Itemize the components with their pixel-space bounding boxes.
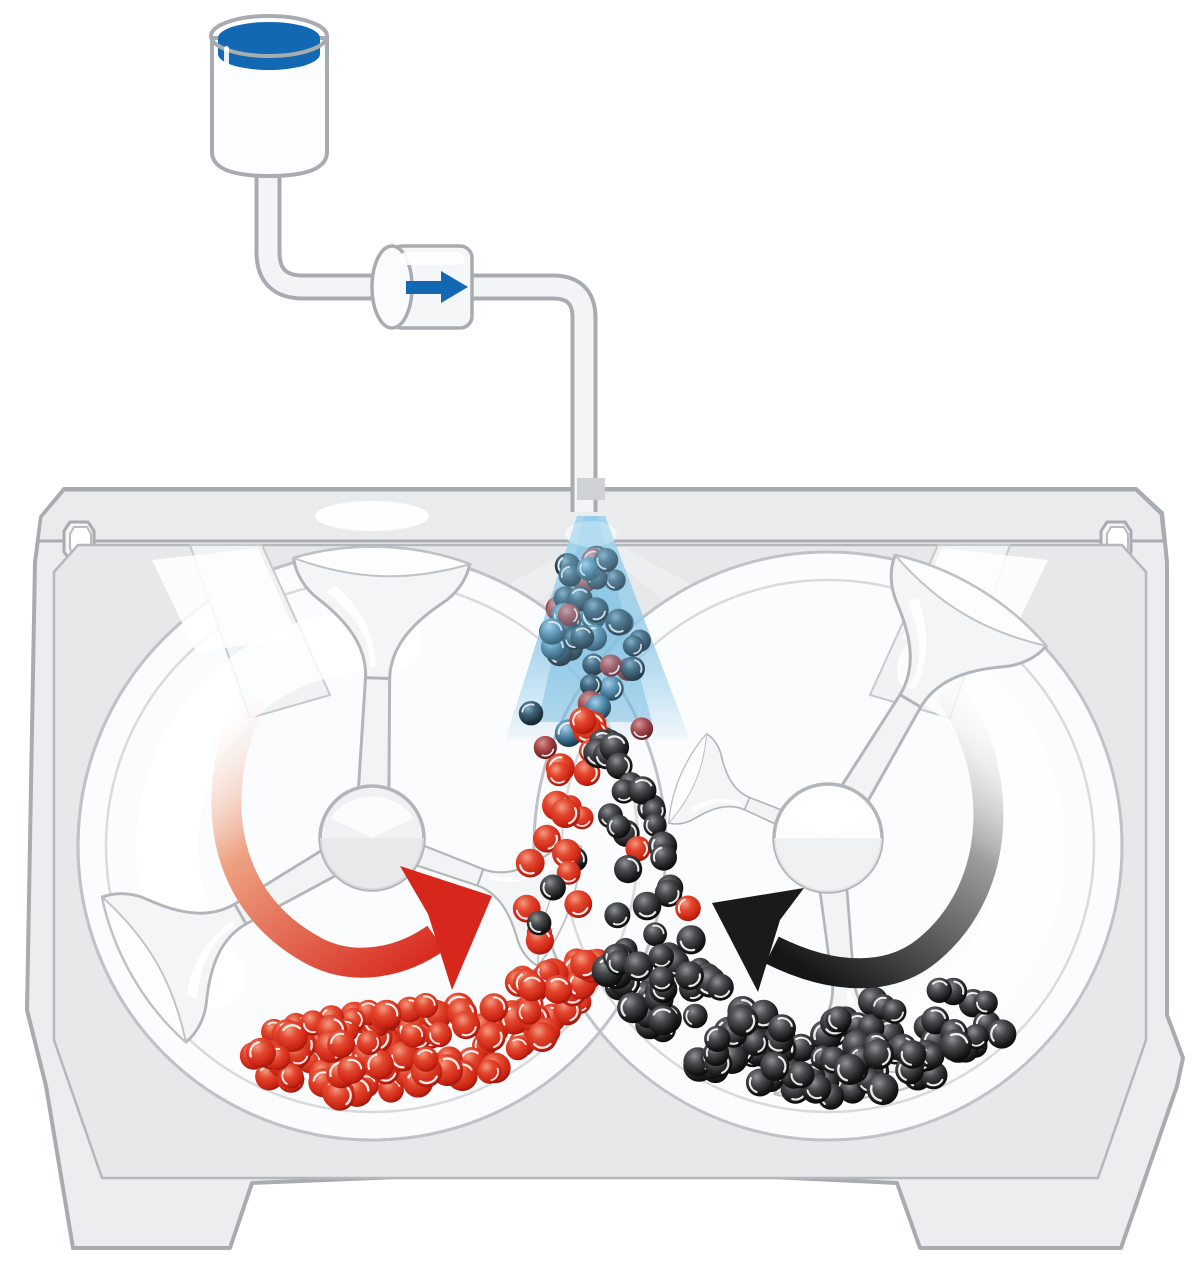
particle-black: [643, 813, 667, 837]
right-rotor-hub: [772, 782, 884, 894]
left-rotation-arrowhead: [400, 866, 492, 990]
band-highlight: [315, 501, 429, 531]
particle-red: [550, 798, 581, 828]
particle-red: [625, 836, 651, 862]
particle-red: [413, 1046, 439, 1072]
particle-black: [926, 977, 952, 1003]
particle-red: [324, 1080, 355, 1111]
particle-red: [543, 975, 573, 1004]
particle-black: [654, 879, 683, 908]
particle-black: [648, 966, 675, 992]
red-particle-pile: [239, 948, 612, 1111]
particle-red: [505, 1036, 530, 1061]
particle-black: [727, 1005, 759, 1037]
particle-red: [533, 824, 561, 853]
particle-black: [604, 902, 631, 929]
particle-black: [647, 1005, 678, 1036]
particle-black: [650, 843, 677, 871]
particle-red: [337, 1055, 366, 1084]
particle-red: [276, 1021, 308, 1052]
particle-red: [476, 1022, 506, 1052]
particle-black: [526, 910, 552, 936]
particle-black: [648, 944, 674, 970]
particle-black: [706, 973, 734, 1001]
liquid-tank: [209, 14, 329, 179]
particle-black: [539, 874, 566, 901]
particle-red: [452, 1011, 480, 1040]
particle-black: [683, 1003, 708, 1029]
particle-red: [371, 999, 402, 1030]
particle-black: [863, 1038, 894, 1070]
left-rotation-arrow: [211, 691, 492, 990]
particle-red: [413, 992, 439, 1018]
liquid-supply-system: [209, 14, 605, 512]
particle-black: [632, 891, 662, 921]
particle-red: [387, 1041, 419, 1072]
particle-red: [518, 973, 546, 1002]
pipe-fill: [258, 168, 594, 512]
particle-red: [364, 1050, 394, 1080]
particle-red: [515, 848, 545, 878]
particle-black: [606, 752, 633, 780]
pump: [370, 244, 474, 330]
particle-black: [787, 1061, 815, 1089]
right-rotation-arrowhead: [712, 888, 804, 992]
pump-flow-arrow: [406, 271, 468, 303]
particle-black: [643, 922, 667, 947]
particle-red: [527, 1021, 558, 1052]
particle-red: [278, 1063, 304, 1089]
particle-red: [479, 993, 509, 1023]
particle-black: [675, 961, 704, 990]
particle-black: [628, 776, 657, 805]
particle-spray_red: [533, 735, 557, 760]
particle-black: [742, 1029, 769, 1056]
right-rotation-arrow: [712, 681, 1004, 992]
particle-red: [400, 1022, 426, 1048]
particle-black: [833, 1053, 866, 1085]
particle-black: [704, 1025, 731, 1052]
particle-black: [897, 1040, 927, 1069]
particle-black: [825, 1006, 852, 1033]
particle-red: [516, 999, 542, 1025]
spray-cone-overlay: [505, 516, 690, 740]
right-rotor: [660, 541, 1055, 1109]
particle-black: [623, 951, 654, 982]
particle-red: [564, 890, 593, 918]
particle-black: [606, 814, 631, 839]
particle-red: [356, 1030, 382, 1055]
particle-black: [676, 925, 706, 955]
particle-black: [866, 1073, 899, 1106]
particle-black: [881, 999, 907, 1024]
pipe-outline: [254, 170, 598, 512]
black-particle-pile: [591, 943, 1017, 1110]
particle-black: [760, 1052, 790, 1081]
particle-black: [768, 1014, 796, 1043]
particle-red: [569, 707, 597, 735]
particle-red: [556, 860, 581, 885]
housing-top-band: [36, 488, 1166, 543]
left-rotor: [89, 542, 592, 1051]
particle-black: [617, 992, 649, 1024]
left-rotor-hub: [318, 784, 426, 892]
particle-black: [973, 990, 998, 1015]
tank-liquid-surface: [218, 22, 320, 54]
particle-red: [675, 895, 701, 922]
particle-red: [426, 1021, 452, 1048]
particle-black: [987, 1019, 1017, 1049]
inlet-connector: [577, 478, 605, 500]
particle-black: [614, 855, 643, 884]
particle-red: [546, 761, 572, 787]
particle-red: [327, 1029, 355, 1058]
particle-black: [940, 1029, 972, 1062]
particle-red: [246, 1037, 276, 1068]
particle-red: [477, 1059, 502, 1084]
